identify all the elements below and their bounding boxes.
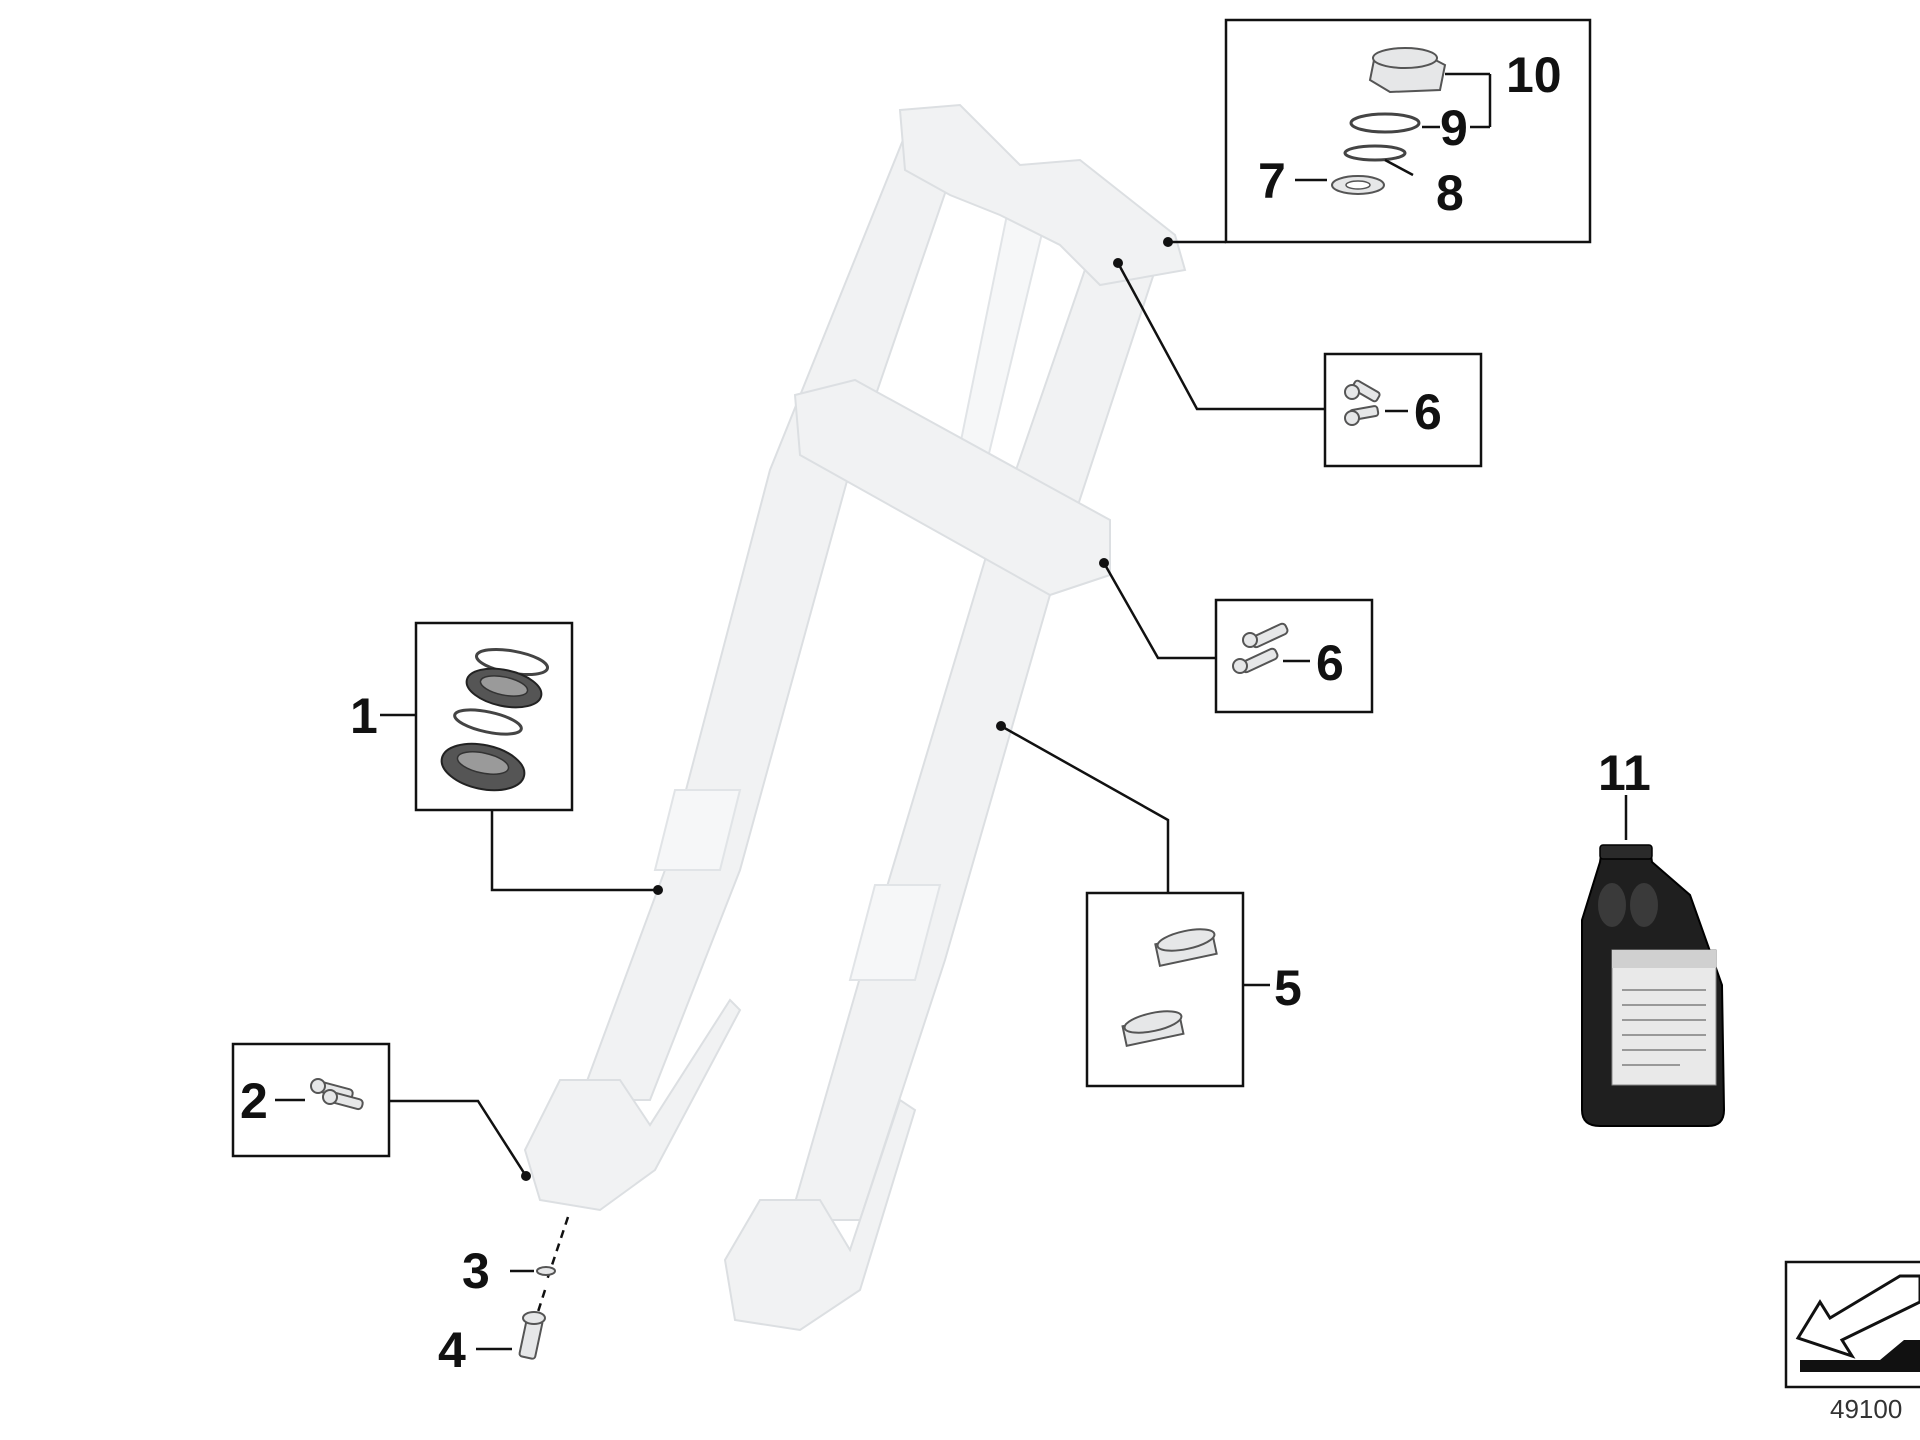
bottle-label-icon <box>1611 949 1717 1086</box>
bolt-pair-part-icon <box>1344 379 1381 426</box>
callout-5: 5 <box>1274 960 1302 1016</box>
callout-box-6-lower: 6 <box>1214 598 1374 714</box>
callout-11: 11 <box>1598 745 1651 801</box>
washer-3-part-icon <box>536 1266 556 1276</box>
top-triple-clamp <box>898 103 1187 287</box>
left-slider-band <box>653 789 742 871</box>
callout-box-6-upper: 6 <box>1323 352 1483 468</box>
callout-8: 8 <box>1436 165 1464 221</box>
right-slider-band <box>848 884 942 981</box>
thin-ring-part-icon <box>1343 144 1407 162</box>
left-axle-foot <box>523 998 742 1212</box>
direction-arrow-icon <box>1795 1274 1920 1359</box>
bushing-part-icon <box>1121 1010 1185 1047</box>
callout-1: 1 <box>350 688 378 744</box>
bolt-pair-part-icon <box>1232 622 1289 674</box>
reference-code: 49100 <box>1830 1394 1902 1424</box>
callout-6-lower: 6 <box>1316 635 1344 691</box>
callout-3: 3 <box>462 1243 490 1299</box>
fork-oil-bottle: 11 <box>1581 745 1726 1127</box>
callout-box-1: 1 <box>350 621 574 812</box>
callout-box-2: 2 <box>231 1042 391 1158</box>
clip-ring-part-icon <box>453 708 523 736</box>
callout-box-5: 5 <box>1085 891 1302 1088</box>
callout-10: 10 <box>1506 47 1562 103</box>
fork-assembly <box>523 103 1187 1332</box>
callout-6-upper: 6 <box>1414 384 1442 440</box>
callout-box-7-10: 10 9 8 7 <box>1224 18 1592 244</box>
bolt-pair-part-icon <box>310 1078 364 1111</box>
bolt-4-part-icon <box>518 1311 546 1360</box>
oil-seal-part-icon <box>440 742 526 792</box>
base-plate-icon <box>1800 1340 1920 1372</box>
callout-7: 7 <box>1258 153 1286 209</box>
callout-2: 2 <box>240 1073 268 1129</box>
reference-box: 49100 <box>1784 1260 1920 1424</box>
dust-seal-part-icon <box>465 667 543 709</box>
callout-4: 4 <box>438 1322 466 1378</box>
bushing-part-icon <box>1154 928 1218 967</box>
right-axle-foot <box>723 1098 917 1332</box>
o-ring-part-icon <box>1349 112 1421 134</box>
callout-9: 9 <box>1440 100 1468 156</box>
